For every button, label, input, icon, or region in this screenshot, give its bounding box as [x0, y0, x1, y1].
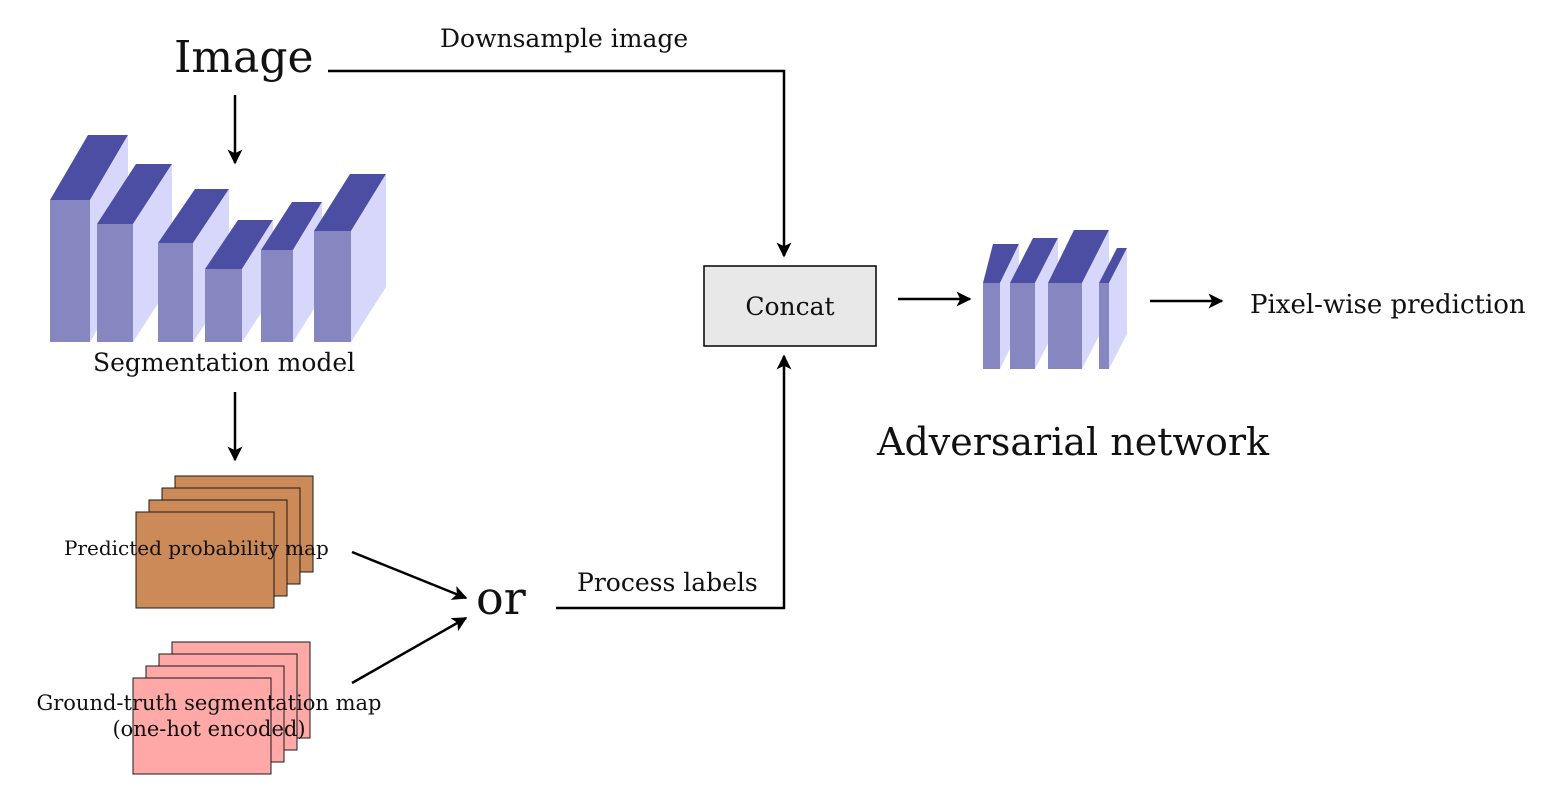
concat-text: Concat [745, 291, 835, 321]
downsample-image-label: Downsample image [440, 24, 689, 53]
ground-truth-line1: Ground-truth segmentation map [36, 691, 382, 715]
segmentation-model-label: Segmentation model [93, 348, 356, 377]
arrow-downsample-to-concat [328, 69, 792, 258]
concat-label: Concat [704, 266, 876, 346]
predicted-probability-map-label: Predicted probability map [64, 536, 329, 560]
seg-layer-4 [205, 220, 273, 342]
process-labels-label: Process labels [577, 568, 758, 597]
adversarial-network-label: Adversarial network [877, 420, 1270, 464]
adv-layer-2 [1010, 238, 1058, 369]
arrow-probability-to-or [351, 550, 468, 600]
ground-truth-line2: (one-hot encoded) [112, 717, 306, 742]
image-label: Image [174, 32, 314, 83]
arrow-or-to-concat [556, 354, 792, 610]
or-label: or [476, 571, 526, 625]
concat-box [703, 265, 877, 347]
adversarial-network-layers [983, 230, 1127, 369]
arrow-ground-truth-to-or [351, 616, 468, 685]
adv-layer-3 [1048, 230, 1109, 369]
seg-layer-6 [314, 174, 386, 342]
probability-map-stack [135, 475, 314, 609]
segmentation-model-layers [50, 135, 386, 342]
pixel-wise-prediction-label: Pixel-wise prediction [1250, 290, 1526, 320]
ground-truth-label: Ground-truth segmentation map (one-hot e… [30, 690, 388, 743]
ground-truth-map-stack [132, 641, 311, 775]
seg-layer-2 [97, 164, 172, 342]
adv-layer-4 [1099, 248, 1127, 369]
